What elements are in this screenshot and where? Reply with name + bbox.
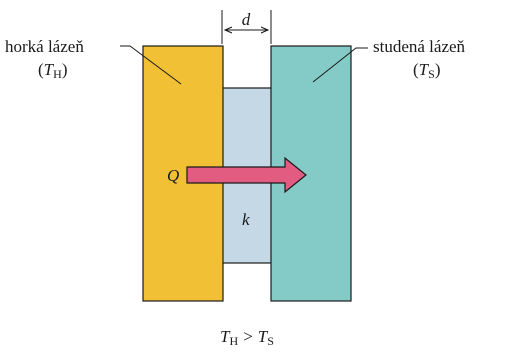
hot-bath-subscript: H xyxy=(53,67,62,81)
cold-bath-subscript: S xyxy=(428,67,435,81)
hot-bath-temperature: (TH) xyxy=(38,60,67,81)
condition-left-subscript: H xyxy=(230,334,239,348)
condition-right-subscript: S xyxy=(267,334,274,348)
temperature-condition: TH>TS xyxy=(220,327,274,348)
thickness-dimension xyxy=(221,10,272,44)
thickness-label: d xyxy=(242,10,251,29)
hot-bath-symbol: T xyxy=(44,60,55,79)
cold-bath-leader xyxy=(312,47,368,83)
heat-label: Q xyxy=(167,166,179,185)
heat-flow-arrow xyxy=(186,156,307,194)
conductivity-label: k xyxy=(242,210,250,229)
condition-right-symbol: T xyxy=(258,327,269,346)
cold-bath-symbol: T xyxy=(419,60,430,79)
condition-operator: > xyxy=(243,327,253,346)
cold-bath-temperature: (TS) xyxy=(413,60,441,81)
hot-bath-label: horká lázeň xyxy=(5,37,84,56)
hot-bath-leader xyxy=(120,45,182,85)
cold-bath-label: studená lázeň xyxy=(373,37,466,56)
condition-left-symbol: T xyxy=(220,327,231,346)
